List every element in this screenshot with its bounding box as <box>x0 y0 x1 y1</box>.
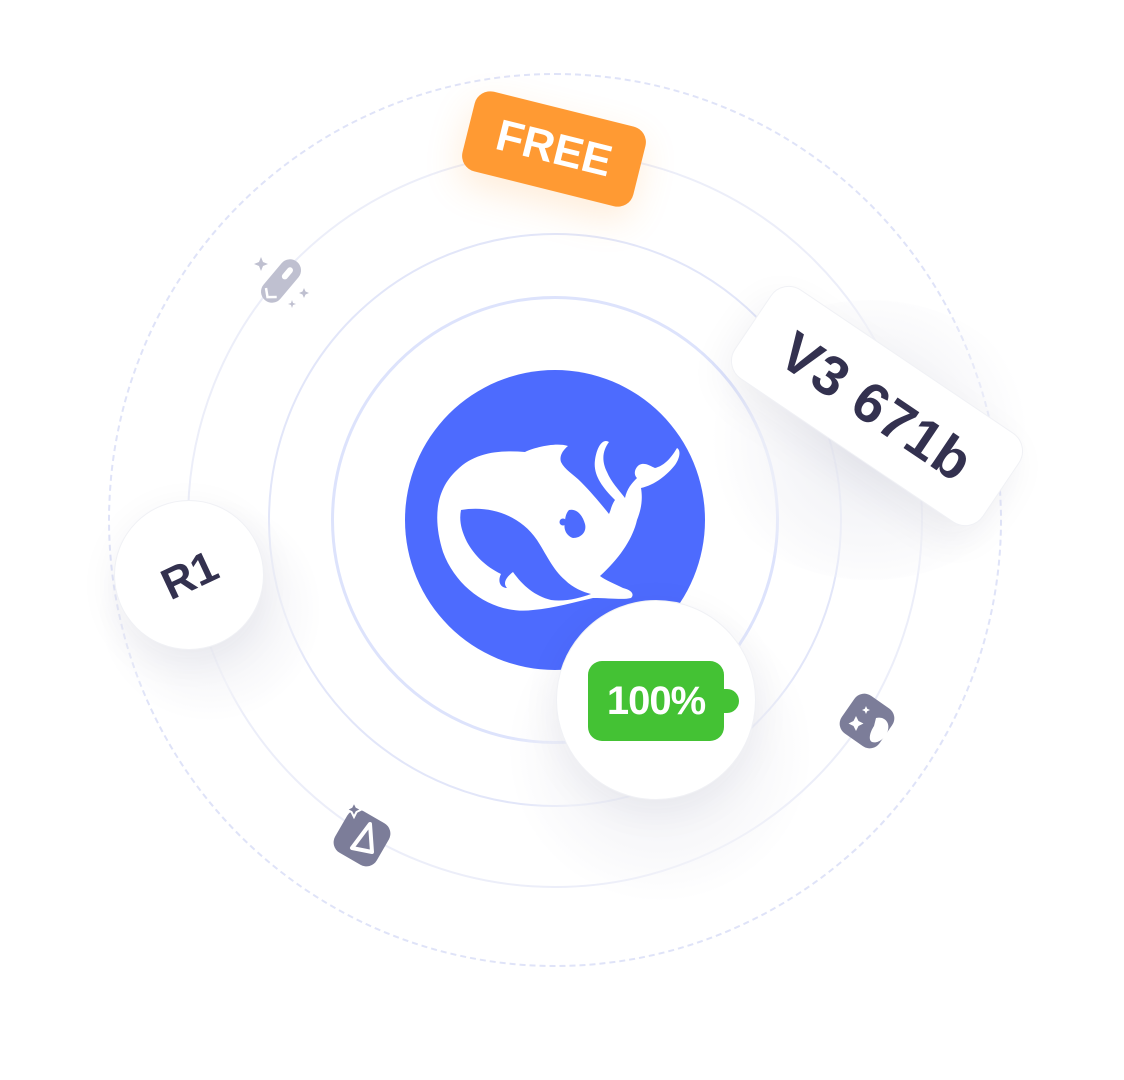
battery-percent: 100% <box>606 678 706 723</box>
battery-badge: 100% <box>556 600 756 800</box>
deepseek-logo <box>405 370 705 670</box>
battery-icon: 100% <box>588 661 724 741</box>
whale-logo-icon <box>437 440 680 611</box>
sparkle-card-icon <box>839 693 895 749</box>
sparkle-triangle-card-icon <box>333 799 391 867</box>
capsule-sparkle-icon <box>254 257 309 308</box>
battery-tip <box>721 689 739 713</box>
free-badge-label: FREE <box>491 110 617 187</box>
model-r1-badge: R1 <box>114 500 264 650</box>
